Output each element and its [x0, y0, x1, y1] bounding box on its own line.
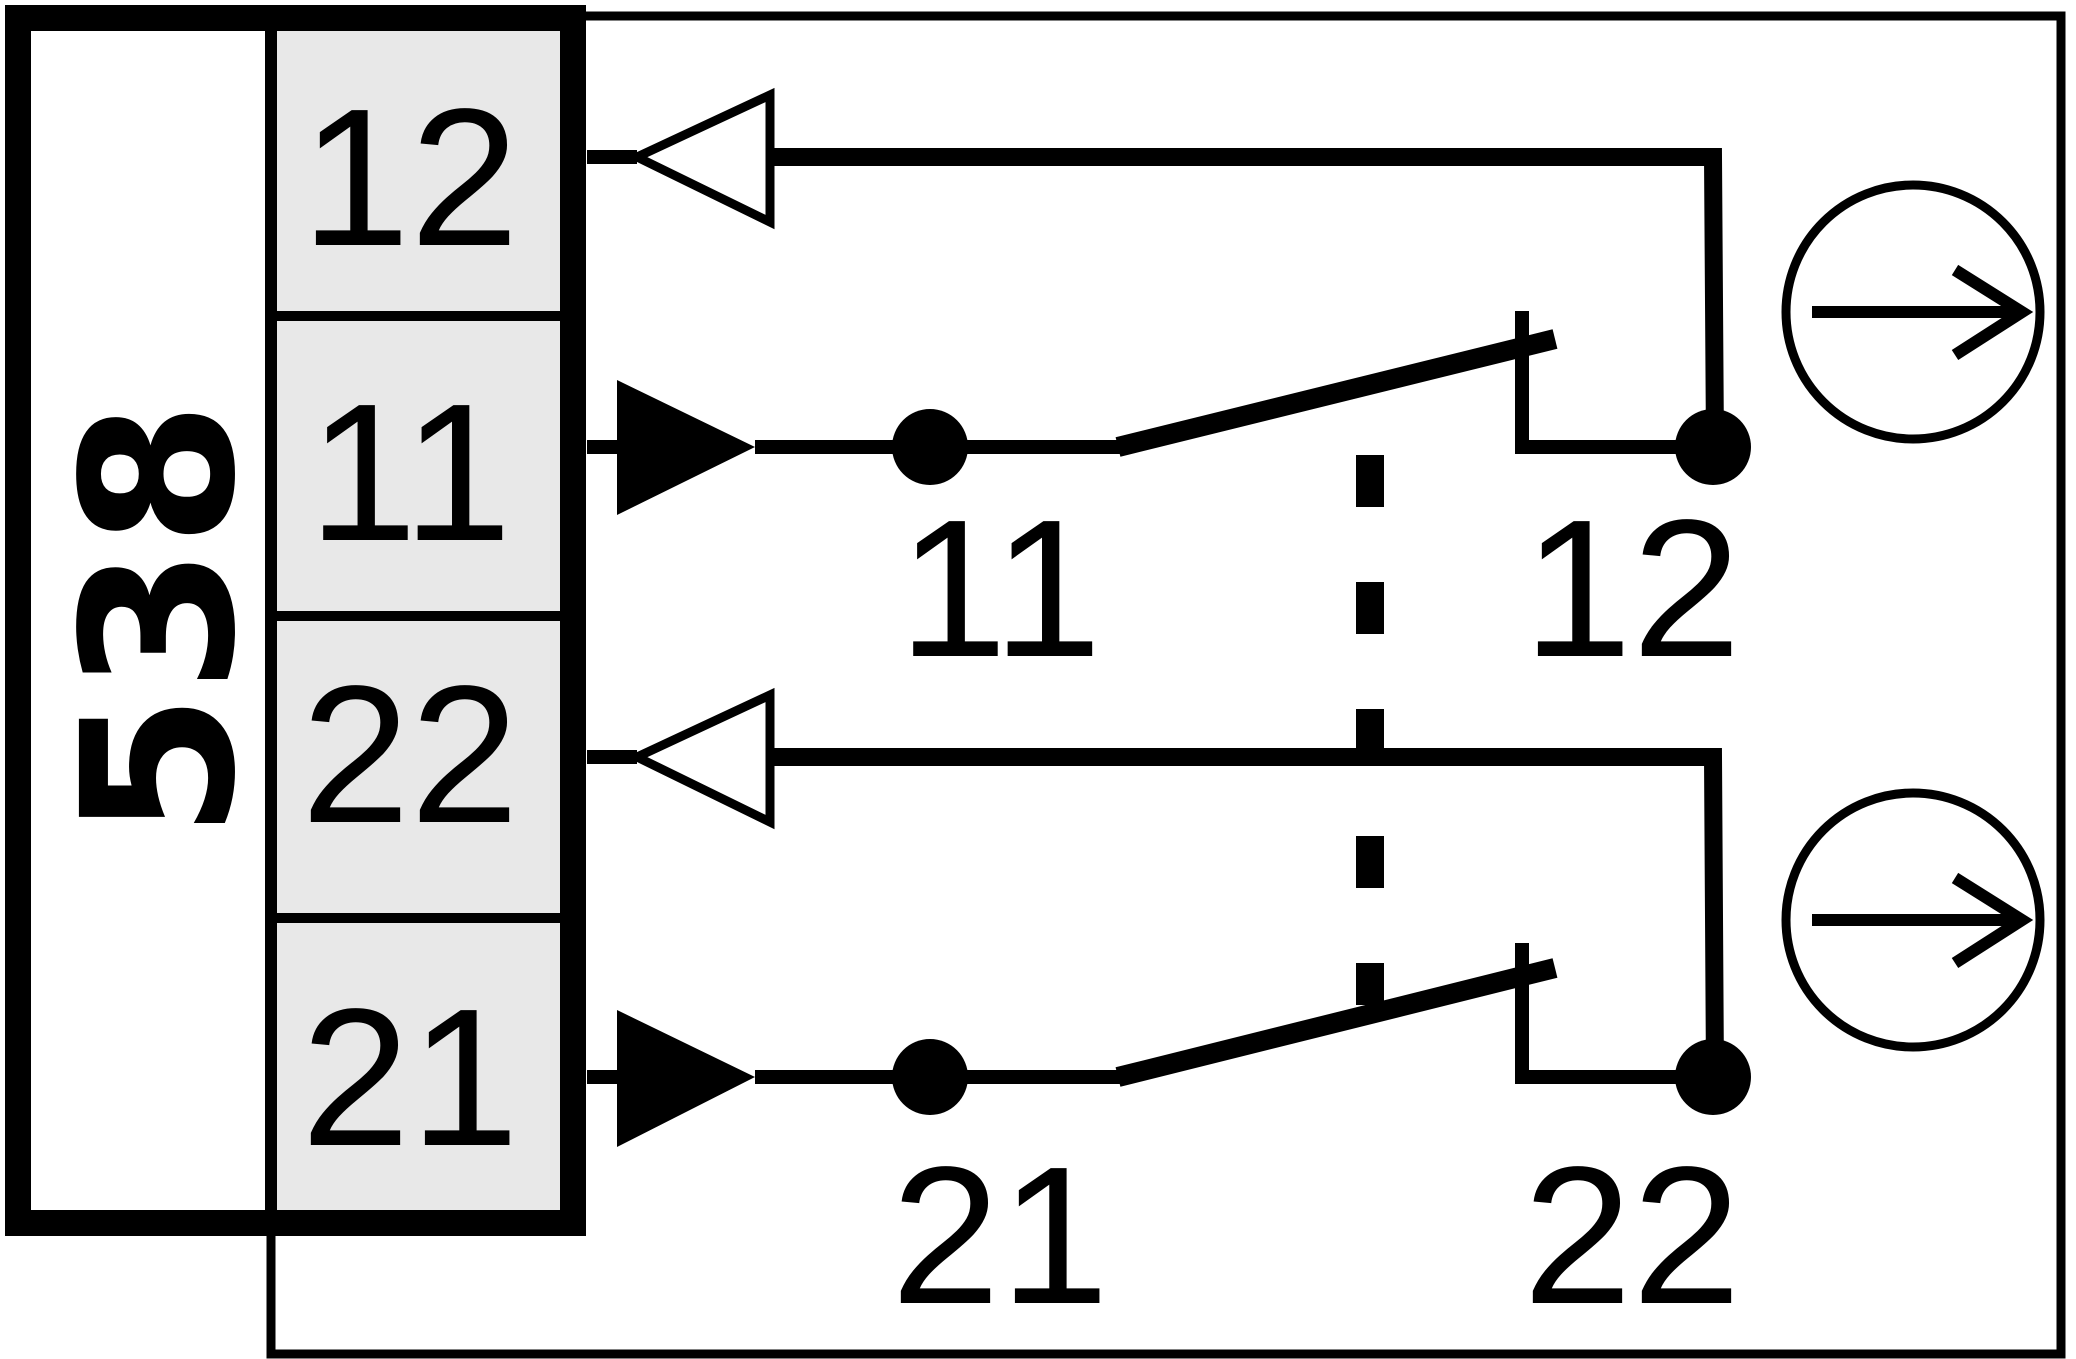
contact-node-11: [892, 409, 968, 485]
terminal-strip: [265, 31, 560, 1210]
contact-label-22: 22: [1523, 1126, 1741, 1345]
contact-1-circuit: [587, 87, 1751, 515]
contact-blade-1: [1115, 329, 1558, 457]
return-wire-12: [770, 148, 1724, 448]
contact-node-21: [892, 1039, 968, 1115]
terminal-cell-22: [277, 621, 560, 913]
terminal-label-11: 11: [308, 363, 511, 582]
direction-circle-icon: [1781, 788, 2045, 1052]
arrow-hollow-icon: [626, 87, 775, 230]
contact-label-12: 12: [1523, 479, 1741, 698]
terminal-cell-11: [277, 321, 560, 611]
arrow-hollow-icon: [626, 687, 775, 830]
terminal-label-21: 21: [301, 968, 519, 1187]
contact-2-circuit: [587, 687, 1751, 1147]
return-wire-22: [770, 748, 1724, 1078]
direction-circle-icon: [1781, 180, 2045, 444]
contact-label-21: 21: [891, 1126, 1109, 1345]
fixed-contact-12: [1515, 311, 1713, 454]
terminal-cell-12: [277, 31, 560, 311]
arrow-filled-icon: [617, 1010, 755, 1147]
contact-label-11: 11: [898, 479, 1101, 698]
contact-node-22: [1675, 1039, 1751, 1115]
arrow-filled-icon: [617, 380, 755, 515]
contact-blade-2: [1115, 958, 1558, 1087]
terminal-label-22: 22: [301, 645, 519, 864]
fixed-contact-22: [1515, 943, 1713, 1084]
device-code-label: 538: [37, 401, 282, 839]
terminal-cell-21: [277, 923, 560, 1210]
terminal-label-12: 12: [301, 68, 519, 287]
contact-node-12: [1675, 409, 1751, 485]
